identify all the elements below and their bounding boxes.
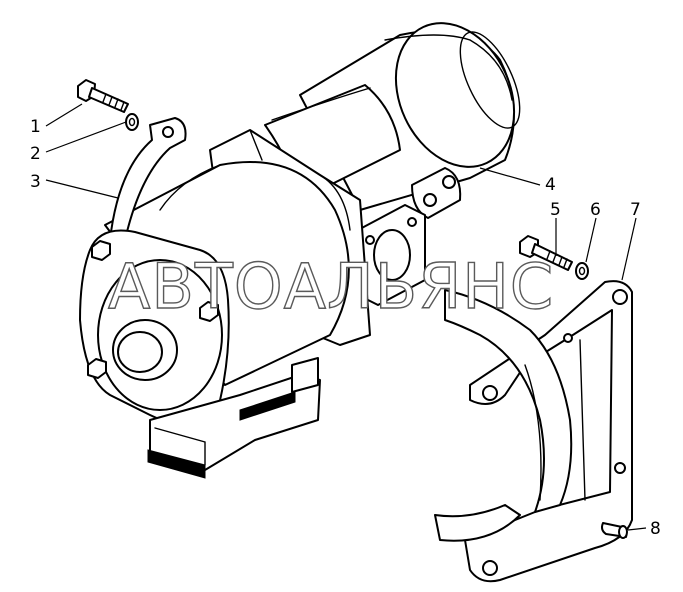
leader-lines <box>45 103 647 531</box>
callout-7: 7 <box>630 200 641 220</box>
bolt-part-1 <box>77 79 129 113</box>
front-cover <box>79 229 230 426</box>
callout-4: 4 <box>545 175 556 195</box>
side-flange <box>411 167 462 219</box>
callout-6: 6 <box>590 200 601 220</box>
callout-8: 8 <box>650 519 661 539</box>
washer-part-6 <box>575 262 589 280</box>
callout-5: 5 <box>550 200 561 220</box>
pin-part-8 <box>601 522 628 539</box>
washer-part-2 <box>125 113 139 131</box>
callout-1: 1 <box>30 117 41 137</box>
watermark-text: АВТОАЛЬЯНС <box>108 250 554 323</box>
motor-body <box>104 161 350 386</box>
callouts: 1 2 3 4 5 6 7 8 <box>30 117 661 539</box>
strap-clamp <box>109 117 187 241</box>
callout-2: 2 <box>30 144 41 164</box>
cover-bolts <box>87 240 219 434</box>
callout-3: 3 <box>30 172 41 192</box>
bolt-part-5 <box>519 235 573 271</box>
bracket-part-7 <box>434 280 633 583</box>
connector-box <box>147 357 321 479</box>
square-flange <box>357 204 426 306</box>
